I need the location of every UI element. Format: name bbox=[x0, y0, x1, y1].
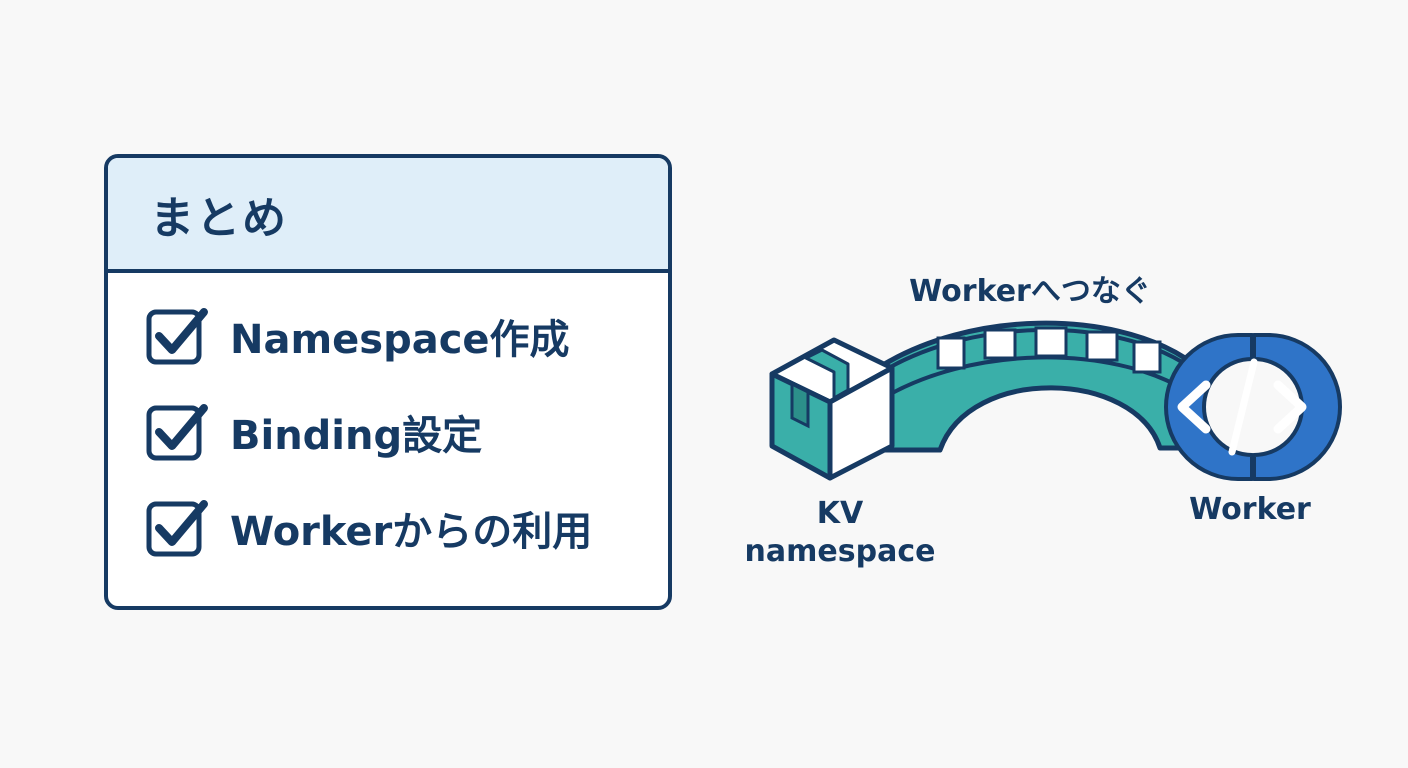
connection-diagram: Workerへつなぐ KV namespace Worker bbox=[730, 250, 1350, 590]
checklist-item: Binding設定 bbox=[146, 402, 482, 462]
summary-card: まとめ Namespace作成 Binding設定 Workerからの利用 bbox=[104, 154, 672, 610]
summary-header: まとめ bbox=[108, 158, 668, 273]
worker-label: Worker bbox=[1189, 492, 1311, 527]
kv-namespace-box-icon bbox=[769, 337, 895, 481]
checklist-item-label: Namespace作成 bbox=[230, 317, 570, 363]
summary-title: まとめ bbox=[150, 192, 288, 244]
diagram-graphic bbox=[769, 320, 1342, 481]
bridge-icon bbox=[875, 320, 1188, 453]
checkbox-checked-icon bbox=[146, 500, 208, 557]
checklist-item: Workerからの利用 bbox=[146, 498, 592, 558]
checkbox-checked-icon bbox=[146, 308, 208, 365]
checkbox-checked-icon bbox=[146, 404, 208, 461]
checklist-item-label: Workerからの利用 bbox=[230, 509, 593, 555]
checklist-item-label: Binding設定 bbox=[230, 413, 483, 459]
kv-label-line2: namespace bbox=[744, 534, 936, 569]
checklist-item: Namespace作成 bbox=[146, 306, 570, 366]
worker-code-icon bbox=[1164, 333, 1342, 481]
kv-label-line1: KV bbox=[816, 496, 864, 531]
bridge-label: Workerへつなぐ bbox=[909, 274, 1151, 309]
